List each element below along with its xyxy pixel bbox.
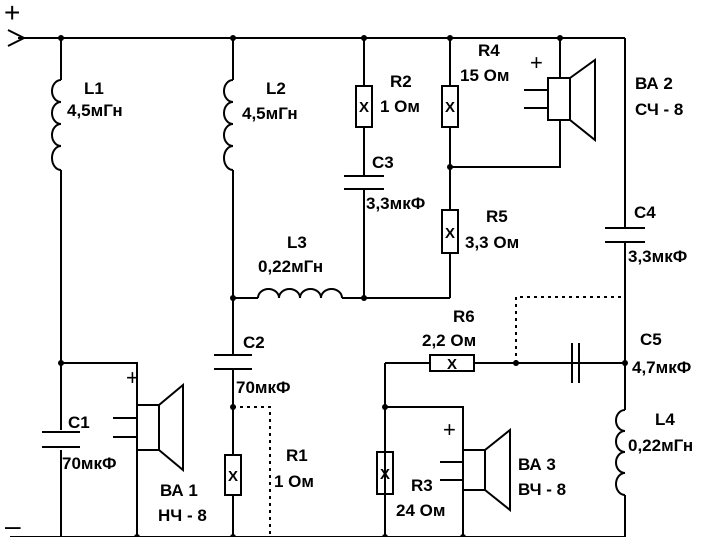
- speaker-BA1-polarity: +: [126, 365, 139, 390]
- label-L2-ref: L2: [266, 79, 286, 98]
- label-L1-value: 4,5мГн: [67, 101, 123, 120]
- label-L4-value: 0,22мГн: [628, 436, 693, 455]
- label-BA3-value: ВЧ - 8: [518, 480, 566, 499]
- resistor-R5: X: [441, 209, 459, 254]
- junctions: [58, 35, 628, 537]
- positive-terminal-label: +: [4, 0, 20, 28]
- label-C2-ref: C2: [243, 333, 265, 352]
- label-R5-value: 3,3 Ом: [465, 233, 519, 252]
- label-BA3-ref: ВА 3: [518, 455, 556, 474]
- label-BA1-ref: ВА 1: [160, 481, 198, 500]
- label-BA2-value: СЧ - 8: [635, 100, 683, 119]
- label-R4-value: 15 Ом: [460, 66, 509, 85]
- speaker-BA1: +: [113, 365, 184, 473]
- negative-terminal-label: –: [5, 510, 21, 537]
- capacitor-C5: [571, 343, 580, 383]
- resistor-R4: X: [441, 85, 459, 128]
- label-L1-ref: L1: [84, 79, 104, 98]
- label-R1-value: 1 Ом: [274, 472, 314, 491]
- dotted-jumper-1: [515, 296, 625, 363]
- label-C5-value: 4,7мкФ: [632, 358, 691, 377]
- label-C3-ref: C3: [372, 153, 394, 172]
- capacitor-C2: [214, 354, 252, 370]
- label-L3-ref: L3: [287, 233, 307, 252]
- label-C1-ref: C1: [68, 413, 90, 432]
- label-C3-value: 3,3мкФ: [366, 194, 425, 213]
- resistor-R6-mark: X: [447, 356, 457, 373]
- speaker-BA2: +: [524, 50, 596, 143]
- resistor-R4-mark: X: [445, 99, 455, 116]
- speaker-BA3-polarity: +: [443, 417, 456, 442]
- capacitor-C3: [344, 175, 384, 190]
- label-R2-value: 1 Ом: [380, 97, 420, 116]
- resistor-R5-mark: X: [445, 225, 455, 242]
- speaker-BA3: +: [440, 417, 511, 513]
- label-BA2-ref: ВА 2: [635, 74, 673, 93]
- capacitor-C4: [605, 227, 645, 243]
- inductor-L1: [51, 79, 62, 171]
- label-R6-ref: R6: [453, 307, 475, 326]
- label-R6-value: 2,2 Ом: [422, 331, 476, 350]
- resistor-R1: X: [224, 454, 242, 496]
- label-C2-value: 70мкФ: [236, 378, 291, 397]
- dotted-jumper-2: [233, 406, 271, 537]
- resistor-R3-mark: X: [380, 466, 390, 483]
- speaker-BA2-polarity: +: [530, 50, 543, 75]
- label-R3-ref: R3: [411, 476, 433, 495]
- label-L4-ref: L4: [655, 410, 675, 429]
- resistor-R2-mark: X: [359, 99, 369, 116]
- label-C4-value: 3,3мкФ: [628, 247, 687, 266]
- resistor-R3: X: [376, 451, 394, 495]
- label-L3-value: 0,22мГн: [258, 257, 323, 276]
- inductor-L2: [223, 79, 234, 171]
- resistor-R1-mark: X: [228, 468, 238, 485]
- label-R4-ref: R4: [478, 41, 500, 60]
- wires: [7, 29, 628, 537]
- label-R2-ref: R2: [390, 72, 412, 91]
- label-R3-value: 24 Ом: [396, 501, 445, 520]
- component-labels: L1 4,5мГн L2 4,5мГн L3 0,22мГн L4 0,22мГ…: [62, 41, 693, 525]
- label-R5-ref: R5: [486, 207, 508, 226]
- label-C5-ref: C5: [640, 330, 662, 349]
- label-C4-ref: C4: [634, 203, 656, 222]
- label-C1-value: 70мкФ: [62, 454, 117, 473]
- label-BA1-value: НЧ - 8: [158, 506, 207, 525]
- inductor-L4: [615, 409, 626, 496]
- label-L2-value: 4,5мГн: [242, 104, 298, 123]
- resistor-R2: X: [355, 85, 373, 128]
- inductor-L3: [257, 288, 343, 299]
- label-R1-ref: R1: [286, 446, 308, 465]
- resistor-R6: X: [429, 354, 475, 373]
- capacitor-C1: [42, 431, 80, 448]
